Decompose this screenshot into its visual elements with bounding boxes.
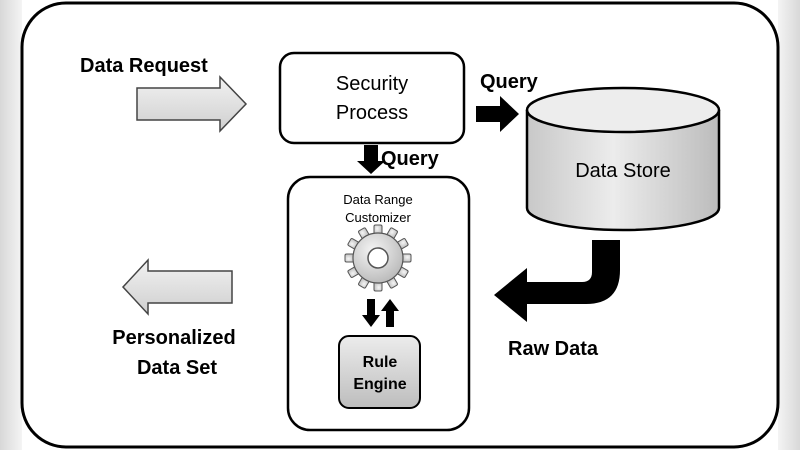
raw-data-label: Raw Data [508, 338, 599, 360]
rule-engine-box [338, 335, 421, 409]
up-arrow-small [381, 299, 399, 327]
gear-icon [344, 224, 412, 292]
personalized-label-1: Personalized [112, 327, 235, 349]
rule-engine-label-2: Engine [353, 376, 406, 393]
right-edge-shade [778, 0, 800, 450]
personalized-arrow [121, 258, 233, 316]
data-store-label: Data Store [575, 160, 671, 182]
customizer-box [286, 175, 471, 432]
data-request-label: Data Request [80, 55, 208, 77]
customizer-label-1: Data Range [343, 192, 412, 207]
customizer-label-2: Customizer [345, 210, 411, 225]
security-process-label-1: Security [336, 73, 408, 95]
query-down-arrow [357, 145, 385, 174]
query-right-arrow [476, 96, 519, 132]
rule-engine-label-1: Rule [363, 354, 398, 371]
security-process-box [278, 51, 466, 145]
data-store-cylinder [525, 86, 721, 232]
personalized-label-2: Data Set [137, 357, 217, 379]
down-arrow-small [362, 299, 380, 327]
left-edge-shade [0, 0, 22, 450]
query-right-label: Query [480, 71, 539, 93]
query-down-label: Query [381, 148, 440, 170]
security-process-label-2: Process [336, 102, 408, 124]
data-request-arrow [136, 75, 248, 133]
raw-data-arrow [494, 240, 620, 322]
